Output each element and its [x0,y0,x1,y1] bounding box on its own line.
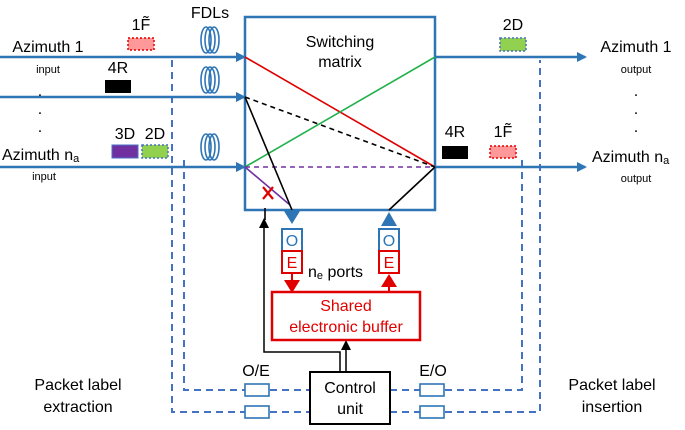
arrow-from-buffer-port [381,212,397,226]
ellipsis-dot: . [634,119,638,136]
label-d2-out: 2D [503,17,523,34]
ellipsis-dot: . [38,83,42,100]
block-d2-out [499,37,527,52]
buffer-label-line2: electronic buffer [289,319,403,336]
label-d3-in: 3D [115,126,135,143]
ellipsis-dot: . [38,101,42,118]
matrix-label-line2: matrix [318,54,362,71]
block-r4-out [442,146,468,159]
fdl-coil-icon [200,26,220,161]
azimuth-na-output-label: Azimuth na [592,149,670,167]
switching-matrix [243,15,437,212]
oe-label: O/E [242,363,270,380]
arrow-into-buffer [284,280,300,293]
ellipsis-dot: . [634,101,638,118]
converter-left [281,228,303,274]
block-d2-in [141,144,169,159]
label-f1-out: 1F̃ [494,121,513,141]
arrow-out-of-buffer [381,274,397,287]
azimuth-1-output-label: Azimuth 1 [600,39,671,56]
oe-converter-boxes [244,383,445,419]
ellipsis-dot: . [634,83,638,100]
label-r4-out: 4R [445,124,465,141]
fibers [0,52,587,172]
azimuth-1-input-sub: input [36,64,60,76]
packet-label-insertion-line2: insertion [582,399,642,416]
label-r4-in: 4R [108,60,128,77]
azimuth-1-output-sub: output [621,64,652,76]
azimuth-na-input-label: Azimuth na [2,147,80,165]
label-d2-in: 2D [145,126,165,143]
ellipsis-dot: . [38,119,42,136]
ne-ports-label: ne ports [308,264,363,282]
azimuth-na-output-sub: output [621,173,652,185]
packet-label-extraction-line1: Packet label [34,377,121,394]
control-links [259,218,351,372]
matrix-connections [244,56,436,220]
block-r4-in [105,80,131,93]
converter-o-label: O [286,233,298,250]
converter-o-label: O [383,233,395,250]
converter-right [378,228,400,274]
control-unit-label-line1: Control [324,380,376,397]
matrix-label-line1: Switching [306,34,374,51]
converter-e-label: E [384,255,395,272]
label-f1-in: 1F̃ [132,14,151,34]
blocked-cross-icon [262,186,274,200]
control-unit-label-line2: unit [337,401,363,418]
block-d3-in [111,144,139,159]
packet-label-extraction-line2: extraction [43,399,112,416]
buffer-label-line1: Shared [320,298,372,315]
fdls-label: FDLs [191,5,229,22]
shared-electronic-buffer [270,290,422,342]
block-f1-in [127,37,155,51]
azimuth-na-input-sub: input [32,171,56,183]
converter-e-label: E [287,255,298,272]
packet-label-insertion-line1: Packet label [568,377,655,394]
azimuth-1-input-label: Azimuth 1 [12,39,83,56]
control-unit [309,371,391,425]
eo-label: E/O [419,363,447,380]
arrow-to-buffer-port [284,211,300,224]
control-dashed-lines [171,60,541,413]
block-f1-out [489,145,517,159]
